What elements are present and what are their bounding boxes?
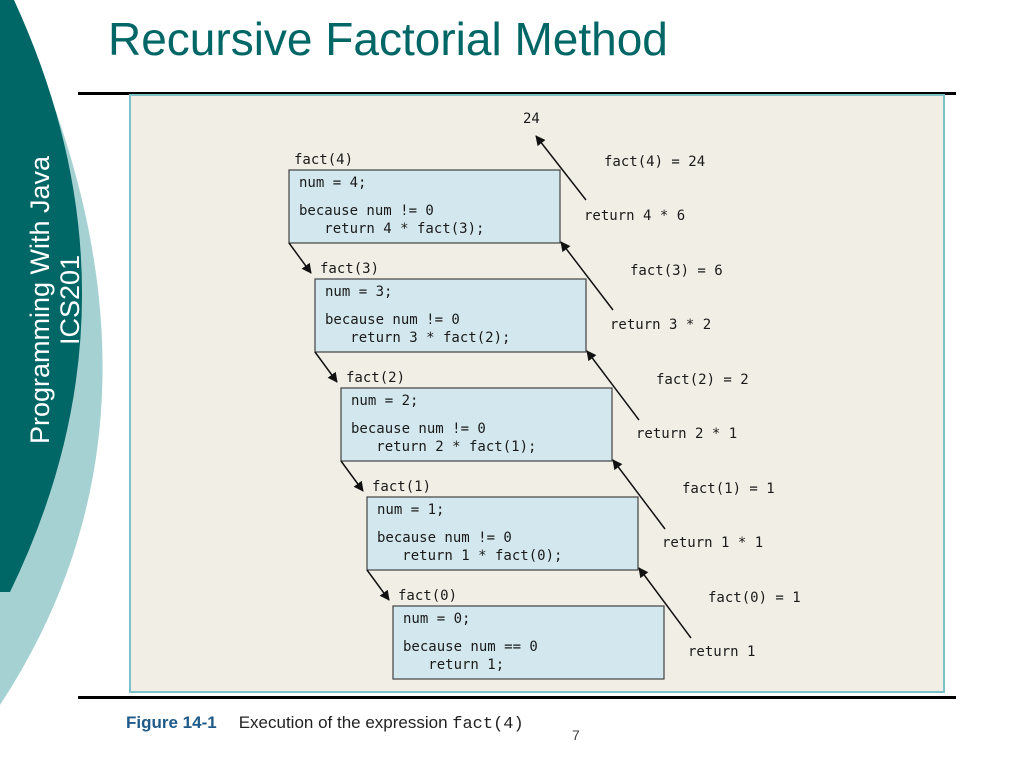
stack-frame-box [392, 605, 665, 680]
frame-line: because num != 0 [299, 203, 434, 219]
frame-line: return 1 * fact(0); [377, 548, 562, 564]
return-expression-label: return 1 * 1 [662, 535, 763, 551]
return-arrow [612, 459, 666, 530]
call-arrow [314, 351, 338, 383]
figure-panel: fact(4) num = 4; because num != 0 return 4… [129, 94, 945, 693]
caption-text: Execution of the expression [238, 713, 453, 732]
sidebar-course-title: Programming With Java [25, 155, 55, 445]
frame-call-label: fact(2) [346, 370, 405, 386]
return-value-label: fact(3) = 6 [630, 263, 723, 279]
top-divider [78, 92, 956, 95]
return-arrow [560, 241, 614, 311]
sidebar-decoration [0, 0, 103, 705]
frame-line: return 4 * fact(3); [299, 221, 484, 237]
call-arrow [340, 460, 364, 492]
page-title: Recursive Factorial Method [108, 13, 668, 65]
return-arrow [638, 567, 692, 639]
sidebar-course-code: ICS201 [55, 254, 85, 346]
bottom-divider [78, 696, 956, 699]
frame-call-label: fact(4) [294, 152, 353, 168]
sidebar-dark-swoosh [0, 0, 83, 592]
frame-line: because num != 0 [351, 421, 486, 437]
caption-code: fact(4) [452, 715, 524, 734]
stack-frame-box [288, 169, 561, 244]
frame-call-label: fact(1) [372, 479, 431, 495]
stack-frame-box [366, 496, 639, 571]
figure-caption: Figure 14-1 Execution of the expression f… [126, 713, 524, 734]
frame-line: because num == 0 [403, 639, 538, 655]
return-arrow [586, 350, 640, 421]
return-expression-label: return 1 [688, 644, 755, 660]
return-value-label: fact(0) = 1 [708, 590, 801, 606]
call-arrow [288, 242, 312, 274]
frame-line: num = 4; [299, 175, 366, 191]
figure-label: Figure 14-1 [126, 713, 217, 732]
result-value: 24 [523, 111, 540, 127]
call-arrow [366, 569, 390, 601]
return-arrow [535, 135, 587, 201]
recursion-diagram: fact(4) num = 4; because num != 0 return 4… [288, 111, 801, 680]
frame-line: return 3 * fact(2); [325, 330, 510, 346]
frame-line: num = 1; [377, 502, 444, 518]
return-value-label: fact(1) = 1 [682, 481, 775, 497]
frame-line: because num != 0 [325, 312, 460, 328]
frame-line: return 1; [403, 657, 504, 673]
stack-frame-box [340, 387, 613, 462]
frame-line: return 2 * fact(1); [351, 439, 536, 455]
return-expression-label: return 4 * 6 [584, 208, 685, 224]
frame-call-label: fact(0) [398, 588, 457, 604]
frame-line: num = 2; [351, 393, 418, 409]
frame-line: because num != 0 [377, 530, 512, 546]
return-value-label: fact(2) = 2 [656, 372, 749, 388]
return-value-label: fact(4) = 24 [604, 154, 705, 170]
return-expression-label: return 2 * 1 [636, 426, 737, 442]
stack-frame-box [314, 278, 587, 353]
frame-line: num = 0; [403, 611, 470, 627]
slide-number: 7 [572, 727, 580, 743]
frame-line: num = 3; [325, 284, 392, 300]
return-expression-label: return 3 * 2 [610, 317, 711, 333]
frame-call-label: fact(3) [320, 261, 379, 277]
